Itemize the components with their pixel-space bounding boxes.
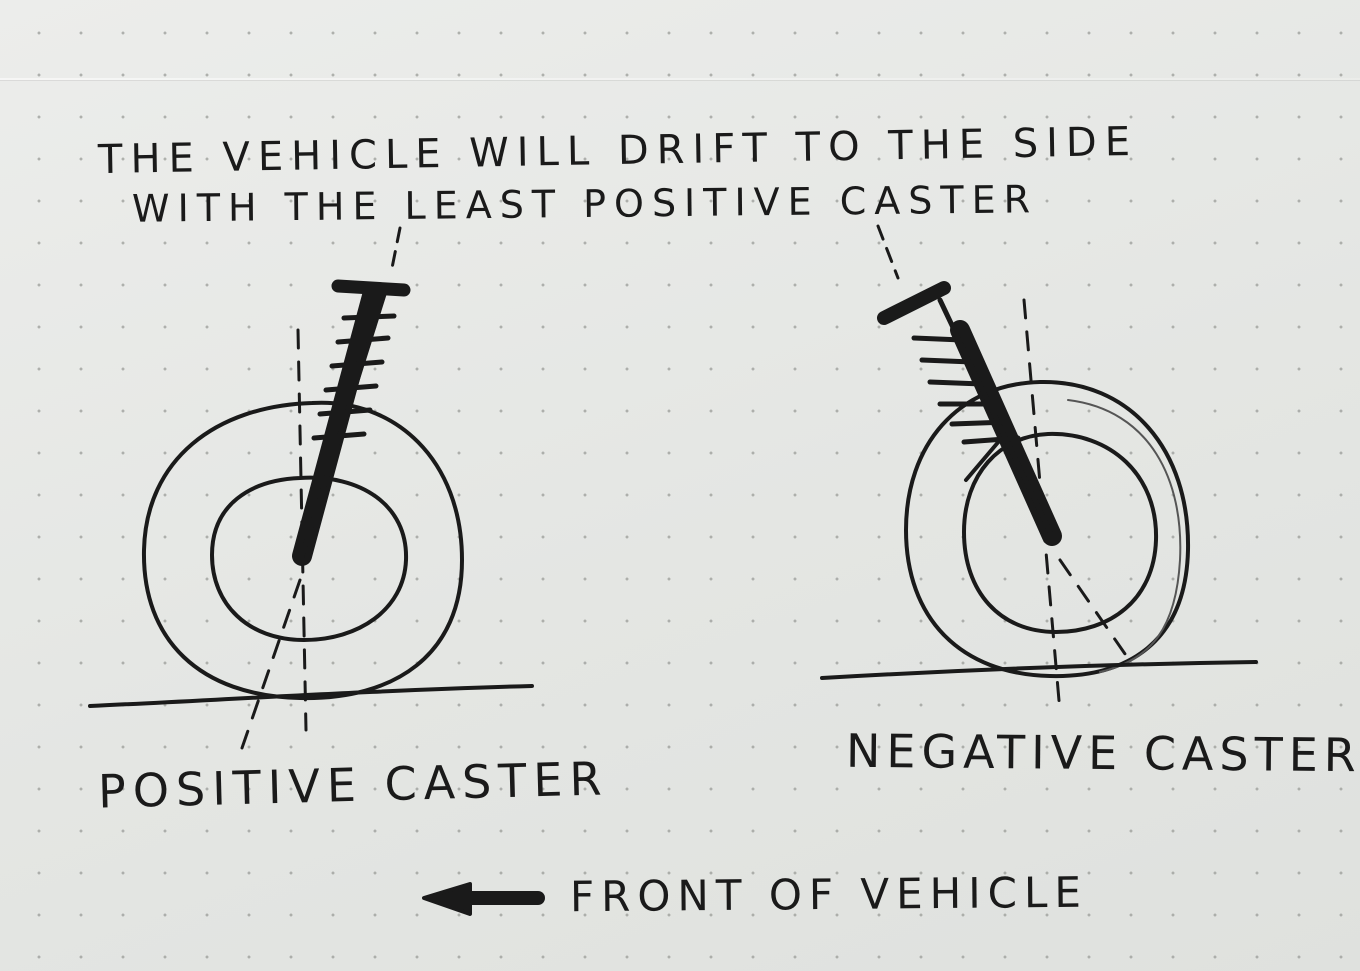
positive-strut-rod: [299, 285, 389, 559]
negative-caster-wheel: [904, 379, 1191, 679]
positive-spring-coil-5: [317, 407, 373, 417]
positive-spring-coil-6: [311, 431, 367, 441]
negative-vertical-reference: [1022, 298, 1062, 714]
negative-spring-coil-2: [919, 357, 975, 365]
positive-spring-coil-4: [323, 383, 379, 393]
negative-spring-coil-6: [961, 435, 1021, 445]
positive-caster-wheel: [141, 400, 464, 701]
negative-upper-arm: [964, 438, 1002, 482]
negative-strut-mount: [877, 281, 951, 325]
negative-spring-coil-5: [949, 419, 1011, 427]
positive-caster-strut: [292, 279, 411, 566]
negative-tire-outer: [904, 379, 1191, 679]
leader-line-positive: [390, 226, 402, 270]
negative-wheel-hub: [962, 431, 1159, 634]
positive-spring-coil-2: [335, 335, 391, 345]
page-fold-line: [0, 78, 1360, 80]
negative-steering-axis-line: [1058, 558, 1134, 666]
positive-wheel-hub: [210, 475, 409, 642]
leader-line-negative: [876, 224, 900, 280]
negative-caster-strut: [877, 281, 1062, 546]
arrow-left-icon: [422, 882, 545, 916]
positive-vertical-reference: [296, 328, 308, 732]
negative-spring-coil-1: [911, 335, 965, 343]
arrow-head: [422, 882, 472, 916]
positive-steering-axis-line: [240, 578, 302, 750]
negative-strut-rod: [937, 297, 1055, 539]
label-negative-caster: NEGATIVE CASTER: [845, 723, 1360, 783]
negative-ground-line: [820, 660, 1258, 680]
positive-ground-line: [88, 684, 534, 708]
positive-tire-outer: [141, 400, 464, 701]
negative-spring-coil-3: [927, 379, 985, 387]
label-front-of-vehicle: FRONT OF VEHICLE: [569, 867, 1089, 922]
positive-strut-mount: [331, 279, 411, 297]
negative-tire-inner-edge: [1067, 399, 1182, 673]
positive-spring-coil-3: [329, 359, 385, 369]
positive-spring-coil-1: [341, 313, 397, 321]
